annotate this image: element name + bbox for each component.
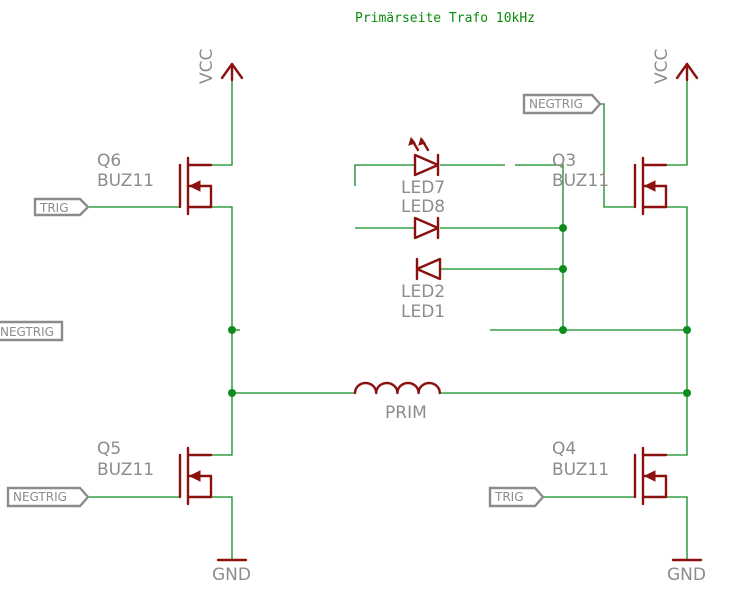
junction-dot <box>559 224 567 232</box>
transistor-value: BUZ11 <box>552 460 609 480</box>
vcc-label: VCC <box>652 49 672 84</box>
junctions <box>228 224 691 397</box>
vcc-symbol-left: VCC <box>197 49 244 84</box>
transistor-value: BUZ11 <box>552 171 609 191</box>
vcc-label: VCC <box>197 49 217 84</box>
led-led8: LED8 <box>401 197 445 240</box>
transistor-name: Q3 <box>552 151 576 171</box>
led-label: LED1 <box>401 302 445 322</box>
inductor-label: PRIM <box>385 403 427 423</box>
port-trig-left: TRIG <box>33 197 90 217</box>
transistor-name: Q6 <box>97 151 121 171</box>
led-led7: LED7 <box>401 136 445 198</box>
mosfet-q3: Q3 BUZ11 <box>552 151 668 216</box>
led-label: LED8 <box>401 197 445 217</box>
port-label: NEGTRIG <box>0 325 54 339</box>
led-label: LED7 <box>401 178 445 198</box>
port-negtrig-bottom-left: NEGTRIG <box>6 486 90 508</box>
mosfet-q4: Q4 BUZ11 <box>552 439 668 506</box>
transistor-value: BUZ11 <box>97 460 154 480</box>
transistor-name: Q5 <box>97 439 121 459</box>
schematic-title: Primärseite Trafo 10kHz <box>355 11 535 26</box>
port-trig-bottom-right: TRIG <box>488 486 545 508</box>
mosfet-q5: Q5 BUZ11 <box>97 439 213 506</box>
led-led1: LED1 <box>401 302 445 322</box>
mosfet-q6: Q6 BUZ11 <box>97 151 213 216</box>
gnd-label: GND <box>667 565 706 585</box>
wires <box>88 80 688 560</box>
junction-dot <box>228 326 236 334</box>
gnd-label: GND <box>212 565 251 585</box>
vcc-symbol-right: VCC <box>652 49 699 84</box>
transistor-name: Q4 <box>552 439 576 459</box>
port-label: TRIG <box>39 201 69 215</box>
transistor-value: BUZ11 <box>97 171 154 191</box>
junction-dot <box>559 326 567 334</box>
junction-dot <box>683 389 691 397</box>
gnd-symbol-right: GND <box>667 558 706 585</box>
port-label: NEGTRIG <box>13 490 67 504</box>
gnd-symbol-left: GND <box>212 558 251 585</box>
port-negtrig-top-right: NEGTRIG <box>522 93 602 115</box>
led-led2: LED2 <box>401 257 445 302</box>
junction-dot <box>683 326 691 334</box>
led-label: LED2 <box>401 282 445 302</box>
port-label: NEGTRIG <box>529 97 583 111</box>
port-negtrig-mid: NEGTRIG <box>0 320 64 342</box>
inductor-prim: PRIM <box>353 381 441 423</box>
junction-dot <box>228 389 236 397</box>
junction-dot <box>559 265 567 273</box>
port-label: TRIG <box>494 490 524 504</box>
